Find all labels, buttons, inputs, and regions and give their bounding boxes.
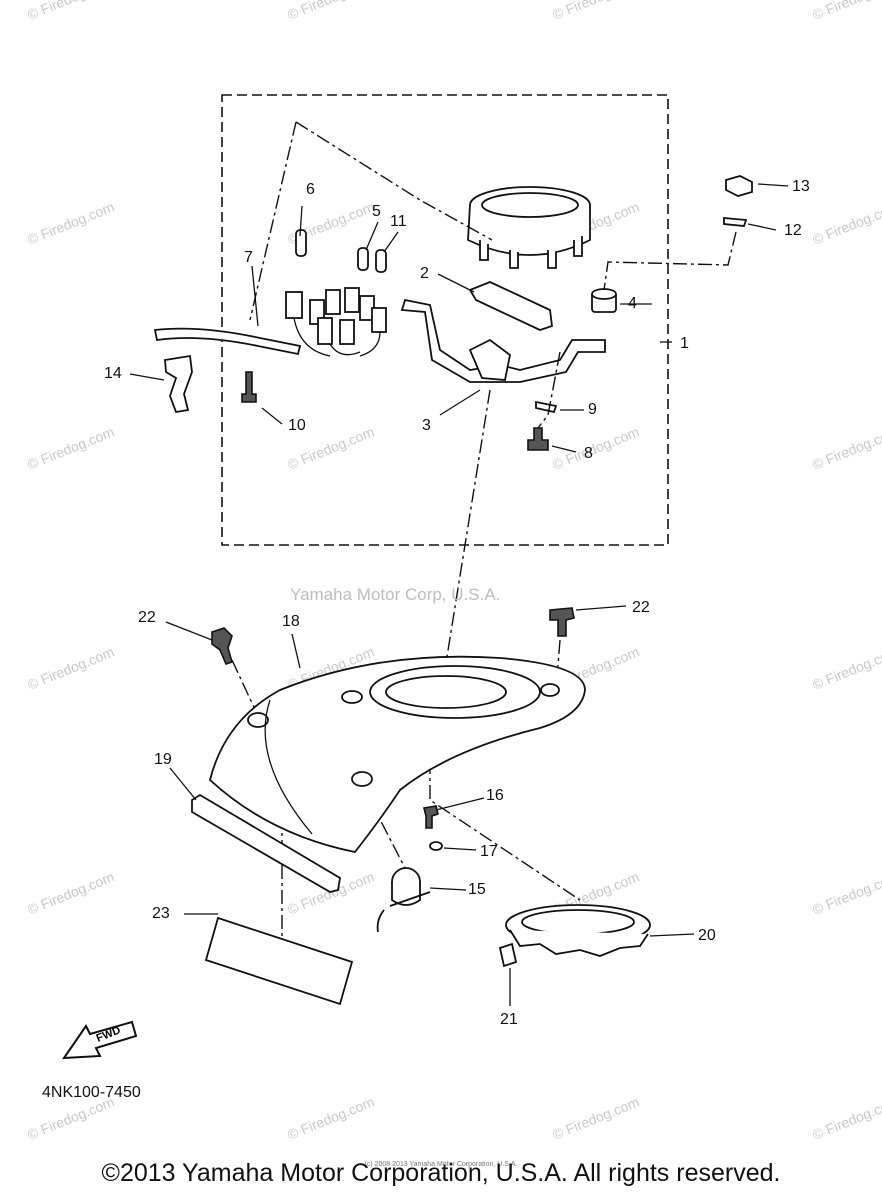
watermark-layer: © Firedog.com © Firedog.com © Firedog.com ©…	[25, 0, 882, 1143]
site-watermark: © Firedog.com	[810, 1093, 882, 1142]
wire-harness	[153, 327, 302, 356]
callout-10: 10	[288, 417, 306, 434]
callout-20: 20	[698, 927, 716, 944]
copyright-notice: ©2013 Yamaha Motor Corporation, U.S.A. A…	[101, 1159, 781, 1187]
assembly-frame	[221, 94, 669, 546]
callout-2: 2	[420, 265, 429, 282]
copyright-small: (c) 2008 2013 Yamaha Motor Corporation, …	[364, 1161, 518, 1168]
site-watermark: © Firedog.com	[550, 423, 641, 472]
leader-lines	[129, 183, 789, 1006]
site-watermark: © Firedog.com	[810, 423, 882, 472]
bolt-22-left	[211, 627, 233, 665]
callout-22: 22	[138, 609, 156, 626]
callout-16: 16	[486, 787, 504, 804]
meter-cover	[208, 655, 586, 853]
wire-clamp	[164, 354, 193, 414]
fwd-arrow-icon: FWD	[62, 1020, 138, 1060]
site-watermark: © Firedog.com	[285, 1093, 376, 1142]
site-watermark: © Firedog.com	[550, 1093, 641, 1142]
callout-23: 23	[152, 905, 170, 922]
callout-3: 3	[422, 417, 431, 434]
maker-watermark: Yamaha Motor Corp, U.S.A.	[290, 585, 501, 604]
callout-4: 4	[628, 295, 637, 312]
callout-11: 11	[390, 213, 407, 230]
screw-16	[423, 805, 439, 829]
callout-6: 6	[306, 181, 315, 198]
bulb-socket-cluster	[285, 229, 387, 357]
callout-8: 8	[584, 445, 593, 462]
site-watermark: © Firedog.com	[550, 0, 641, 23]
nut	[725, 175, 753, 197]
site-watermark: © Firedog.com	[25, 0, 116, 23]
callout-14: 14	[104, 365, 122, 382]
label-plate	[204, 916, 354, 1006]
callout-15: 15	[468, 881, 486, 898]
washer-9	[535, 400, 558, 414]
callout-17: 17	[480, 843, 498, 860]
bolt-22-right	[549, 607, 575, 637]
clip	[498, 942, 518, 968]
site-watermark: © Firedog.com	[25, 868, 116, 917]
diagram-code: 4NK100-7450	[42, 1084, 141, 1101]
bolt-8	[527, 427, 549, 451]
meter-ring	[505, 904, 651, 957]
washer-17	[429, 841, 443, 851]
callout-21: 21	[500, 1011, 518, 1028]
indicator-switch	[376, 867, 431, 933]
callout-7: 7	[244, 249, 253, 266]
site-watermark: © Firedog.com	[810, 198, 882, 247]
gasket	[468, 281, 553, 331]
washer-12	[723, 217, 748, 227]
callout-9: 9	[588, 401, 597, 418]
callout-5: 5	[372, 203, 381, 220]
site-watermark: © Firedog.com	[25, 643, 116, 692]
callout-18: 18	[282, 613, 300, 630]
site-watermark: © Firedog.com	[25, 198, 116, 247]
meter-bracket	[400, 298, 606, 383]
site-watermark: © Firedog.com	[810, 0, 882, 23]
trim-strip	[191, 793, 341, 893]
callout-19: 19	[154, 751, 172, 768]
callout-1: 1	[680, 335, 689, 352]
callout-12: 12	[784, 222, 802, 239]
site-watermark: © Firedog.com	[25, 423, 116, 472]
callout-13: 13	[792, 178, 810, 195]
meter-housing	[467, 186, 591, 269]
screw-10	[241, 371, 257, 403]
callout-22: 22	[632, 599, 650, 616]
site-watermark: © Firedog.com	[810, 643, 882, 692]
grommet	[591, 288, 617, 313]
site-watermark: © Firedog.com	[810, 868, 882, 917]
site-watermark: © Firedog.com	[285, 0, 376, 23]
